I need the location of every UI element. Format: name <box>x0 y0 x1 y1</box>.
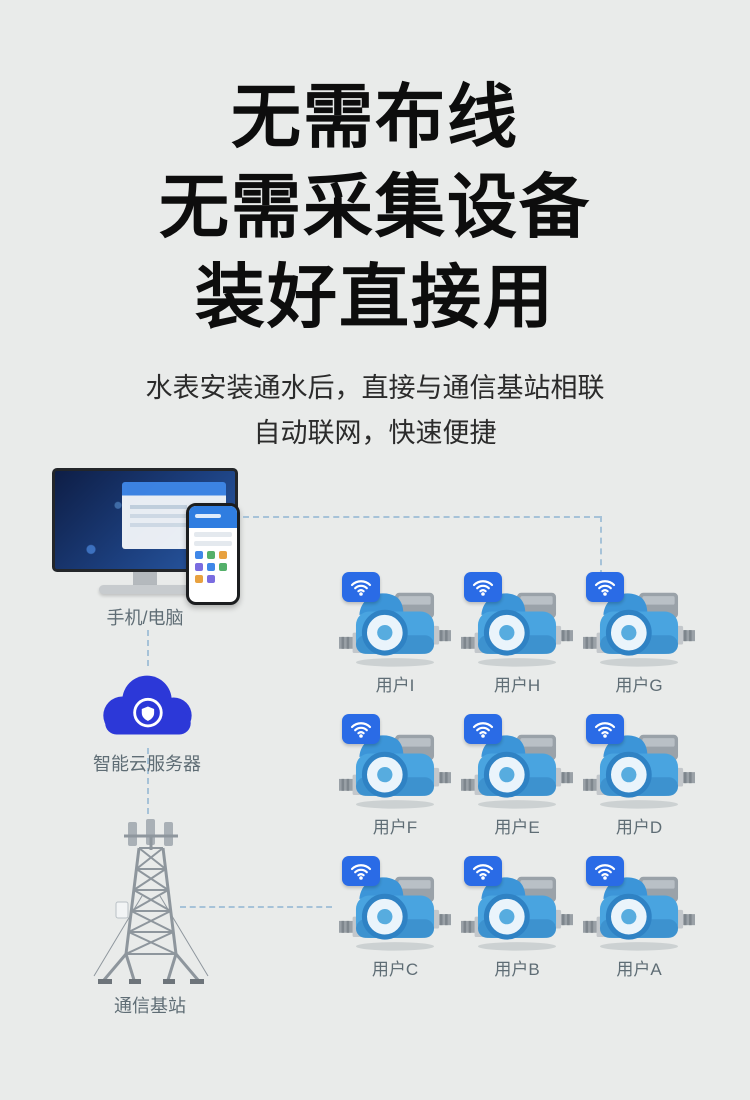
water-meter-node: 用户G <box>580 572 698 696</box>
meter-user-label: 用户F <box>372 818 418 838</box>
meter-user-label: 用户G <box>615 676 663 696</box>
wifi-icon <box>464 572 502 602</box>
wifi-icon <box>342 572 380 602</box>
wifi-icon <box>342 856 380 886</box>
headline-line-1: 无需布线 <box>231 78 519 156</box>
phone-ui-row <box>194 541 232 546</box>
cloud-label: 智能云服务器 <box>93 754 201 774</box>
meter-user-label: 用户E <box>494 818 540 838</box>
water-meter-node: 用户H <box>458 572 576 696</box>
headline-line-3: 装好直接用 <box>195 258 555 336</box>
phone-ui-row <box>194 532 232 537</box>
water-meter-illustration <box>461 728 573 809</box>
subheadline: 水表安装通水后，直接与通信基站相联 自动联网，快速便捷 <box>0 366 750 456</box>
cloud-shape <box>103 675 192 735</box>
water-meter-illustration <box>583 728 695 809</box>
subheadline-line-1: 水表安装通水后，直接与通信基站相联 <box>145 373 605 403</box>
meter-user-label: 用户C <box>371 960 419 980</box>
line-cloud-to-tower <box>147 748 149 814</box>
line-tower-to-meters <box>180 906 332 908</box>
communication-tower-illustration <box>86 816 216 988</box>
water-meter-node: 用户I <box>336 572 454 696</box>
tower-label: 通信基站 <box>114 996 186 1016</box>
monitor-stand <box>133 572 157 585</box>
water-meter-illustration <box>339 870 451 951</box>
meters-grid: 用户I <box>336 572 706 980</box>
devices-label: 手机/电脑 <box>106 608 184 628</box>
subheadline-line-2: 自动联网，快速便捷 <box>253 418 497 448</box>
meter-user-label: 用户H <box>493 676 541 696</box>
wifi-icon <box>586 856 624 886</box>
water-meter-illustration <box>339 728 451 809</box>
meter-user-label: 用户B <box>494 960 540 980</box>
headline-line-2: 无需采集设备 <box>159 168 591 246</box>
headline: 无需布线 无需采集设备 装好直接用 <box>0 72 750 342</box>
line-down-to-meter-g <box>600 516 602 576</box>
water-meter-node: 用户E <box>458 714 576 838</box>
wifi-icon <box>342 714 380 744</box>
wifi-icon <box>586 714 624 744</box>
water-meter-illustration <box>461 586 573 667</box>
meter-user-label: 用户D <box>615 818 663 838</box>
phone-app-header <box>189 506 237 528</box>
water-meter-illustration <box>583 870 695 951</box>
cloud-server-icon <box>90 666 204 746</box>
water-meter-node: 用户B <box>458 856 576 980</box>
monitor-base <box>99 585 191 594</box>
wifi-icon <box>464 714 502 744</box>
smartphone-illustration <box>186 503 240 605</box>
water-meter-illustration <box>339 586 451 667</box>
water-meter-node: 用户C <box>336 856 454 980</box>
wifi-icon <box>464 856 502 886</box>
water-meter-node: 用户D <box>580 714 698 838</box>
wifi-icon <box>586 572 624 602</box>
line-monitor-to-cloud <box>147 630 149 666</box>
phone-app-icons <box>189 546 237 583</box>
water-meter-node: 用户F <box>336 714 454 838</box>
water-meter-node: 用户A <box>580 856 698 980</box>
water-meter-illustration <box>583 586 695 667</box>
line-monitor-to-meters <box>243 516 600 518</box>
meter-user-label: 用户A <box>616 960 662 980</box>
water-meter-illustration <box>461 870 573 951</box>
meter-user-label: 用户I <box>375 676 415 696</box>
